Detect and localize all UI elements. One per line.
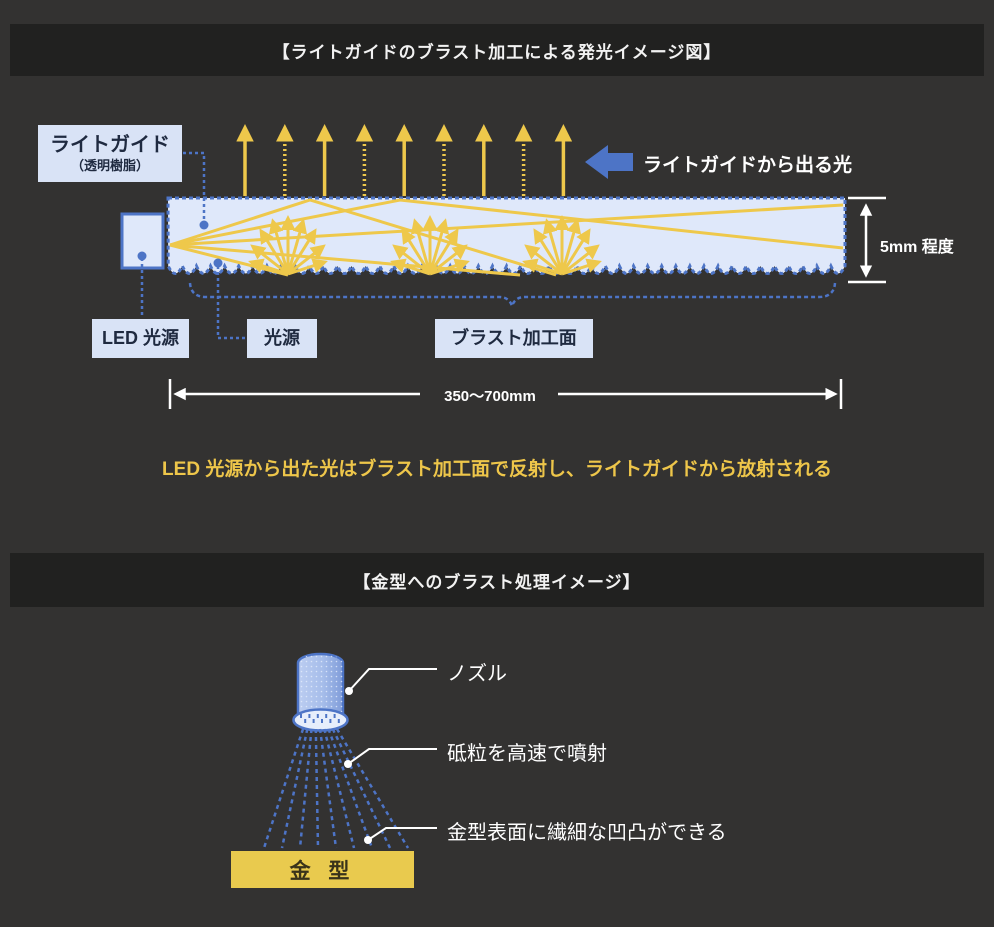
mold-block (231, 851, 414, 888)
section2-title: 【金型へのブラスト処理イメージ】 (353, 572, 641, 592)
light-guide-sublabel: （透明樹脂） (70, 157, 149, 173)
nozzle-label: ノズル (447, 663, 507, 685)
thickness-value: 5mm 程度 (880, 239, 954, 256)
section1-caption: LED 光源から出た光はブラスト加工面で反射し、ライトガイドから放射される (162, 459, 832, 480)
leader-dots (137, 220, 223, 268)
emitted-light-label: ライトガイドから出る光 (643, 155, 853, 176)
length-value: 350〜700mm (444, 388, 536, 405)
light-guide-body (166, 196, 847, 275)
callout-dots (344, 687, 372, 844)
left-block-arrow-icon (585, 145, 633, 179)
emitted-light-arrows (236, 124, 573, 196)
nozzle-texture (298, 654, 343, 716)
mold-label: 金 型 (289, 859, 356, 883)
light-guide-label-box: ライトガイド （透明樹脂） (38, 125, 182, 182)
nozzle-grit-dots (300, 714, 340, 723)
length-dimension (168, 379, 843, 409)
thickness-dimension (848, 196, 886, 284)
spray-label: 砥粒を高速で噴射 (447, 743, 607, 765)
light-guide-label: ライトガイド (50, 133, 170, 156)
blast-surface-brace (188, 282, 837, 310)
section2-title-bar: 【金型へのブラスト処理イメージ】 (10, 553, 984, 607)
reflection-fan-arrows (248, 215, 602, 276)
blast-surface-label: ブラスト加工面 (451, 328, 577, 349)
source-label: 光源 (264, 328, 300, 349)
surface-label: 金型表面に繊細な凹凸ができる (447, 822, 727, 844)
led-source-label-box: LED 光源 (92, 319, 189, 358)
source-label-box: 光源 (247, 319, 317, 358)
leader-lines (140, 151, 246, 340)
section1-title: 【ライトガイドのブラスト加工による発光イメージ図】 (272, 42, 722, 62)
abrasive-spray-lines (262, 728, 410, 849)
blast-surface-label-box: ブラスト加工面 (435, 319, 593, 358)
led-source-label: LED 光源 (101, 328, 179, 349)
callout-lines (347, 668, 437, 841)
section1-title-bar: 【ライトガイドのブラスト加工による発光イメージ図】 (10, 24, 984, 76)
